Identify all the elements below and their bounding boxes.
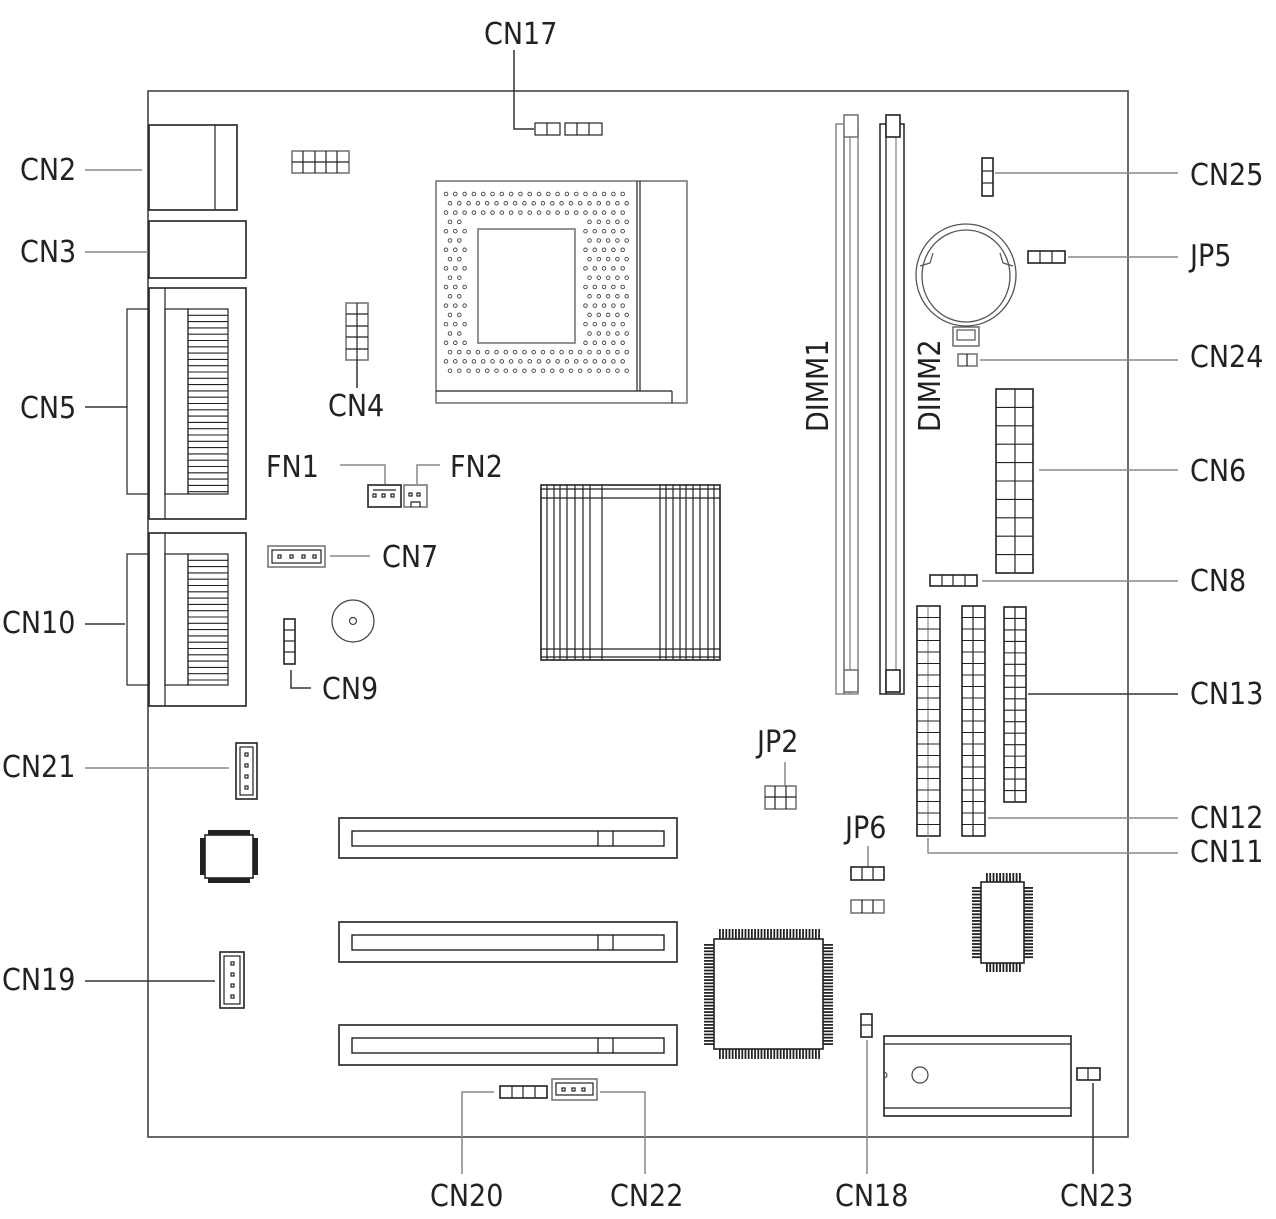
pci-slot-1 — [338, 817, 678, 859]
connector-cn21: CN21 — [2, 742, 258, 800]
label-cn6: CN6 — [1190, 454, 1246, 489]
label-cn19: CN19 — [2, 963, 75, 998]
chip-southbridge — [704, 929, 833, 1059]
connector-cn24: CN24 — [957, 340, 1263, 375]
northbridge-heatsink — [540, 484, 721, 661]
pci-slot-3 — [338, 1024, 678, 1066]
label-cn20: CN20 — [430, 1179, 503, 1214]
label-fn1: FN1 — [266, 450, 319, 485]
label-cn24: CN24 — [1190, 340, 1263, 375]
chip-superio — [972, 873, 1033, 972]
label-cn2: CN2 — [20, 153, 76, 188]
cmos-battery — [915, 223, 1017, 347]
connector-cn17: CN17 — [484, 17, 603, 136]
label-cn13: CN13 — [1190, 677, 1263, 712]
connector-cn9: CN9 — [283, 618, 378, 707]
dimm1-slot: DIMM1 — [801, 114, 859, 695]
connector-cn2: CN2 — [20, 124, 238, 211]
label-jp2: JP2 — [755, 725, 798, 760]
connector-cn7: CN7 — [267, 540, 438, 575]
chip-left — [200, 830, 258, 883]
connector-cn8: CN8 — [929, 564, 1246, 599]
voltage-regulator — [883, 1035, 1072, 1117]
connector-fn1: FN1 — [266, 450, 402, 508]
label-dimm1: DIMM1 — [801, 340, 836, 433]
label-cn11: CN11 — [1190, 835, 1263, 870]
connector-cn23: CN23 — [1060, 1067, 1133, 1214]
connector-cn22: CN22 — [551, 1078, 683, 1214]
label-cn25: CN25 — [1190, 158, 1263, 193]
connector-cn20: CN20 — [430, 1085, 548, 1214]
jumper-jp6: JP6 — [843, 811, 886, 914]
label-cn21: CN21 — [2, 750, 75, 785]
label-fn2: FN2 — [450, 450, 503, 485]
board-outline — [147, 90, 1129, 1138]
label-jp5: JP5 — [1188, 239, 1231, 274]
label-cn23: CN23 — [1060, 1179, 1133, 1214]
label-cn22: CN22 — [610, 1179, 683, 1214]
label-cn17: CN17 — [484, 17, 557, 52]
label-cn3: CN3 — [20, 235, 76, 270]
label-cn10: CN10 — [2, 606, 75, 641]
label-cn12: CN12 — [1190, 801, 1263, 836]
label-cn18: CN18 — [835, 1179, 908, 1214]
label-cn7: CN7 — [382, 540, 438, 575]
connector-cn10: CN10 — [2, 532, 247, 707]
connector-fn2: FN2 — [403, 450, 503, 508]
connector-cn3: CN3 — [20, 220, 247, 279]
connector-cn4: CN4 — [328, 302, 384, 424]
label-jp6: JP6 — [843, 811, 886, 846]
connector-cn19: CN19 — [2, 951, 245, 1009]
connector-cn12: CN12 — [961, 605, 1263, 837]
connector-cn6: CN6 — [995, 388, 1246, 574]
connector-cn11: CN11 — [916, 605, 1263, 870]
connector-cn5: CN5 — [20, 287, 247, 520]
label-cn9: CN9 — [322, 672, 378, 707]
header-2x5 — [291, 150, 350, 174]
connector-cn25: CN25 — [981, 157, 1263, 197]
label-cn5: CN5 — [20, 391, 76, 426]
dimm2-slot: DIMM2 — [879, 114, 948, 695]
connector-cn18: CN18 — [835, 1013, 908, 1214]
pci-slot-2 — [338, 921, 678, 963]
jumper-jp5: JP5 — [1027, 239, 1231, 274]
label-dimm2: DIMM2 — [913, 340, 948, 433]
cpu-socket — [435, 180, 688, 404]
label-cn8: CN8 — [1190, 564, 1246, 599]
buzzer — [331, 599, 375, 643]
label-cn4: CN4 — [328, 389, 384, 424]
jumper-jp2: JP2 — [755, 725, 798, 810]
connector-cn13: CN13 — [1003, 606, 1263, 803]
